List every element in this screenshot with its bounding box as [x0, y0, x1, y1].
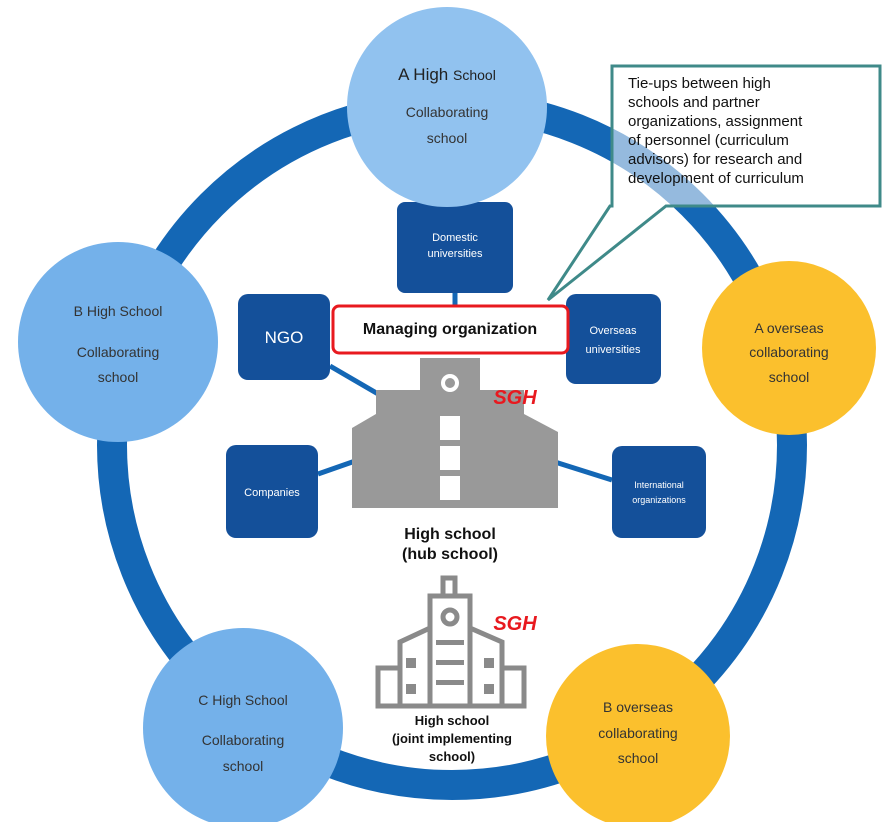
- svg-text:school: school: [427, 130, 467, 146]
- partner-companies: Companies: [226, 445, 318, 538]
- svg-text:Companies: Companies: [244, 487, 300, 499]
- callout-line-6: development of curriculum: [628, 170, 804, 187]
- circle-a-high-school: A High School Collaborating school: [347, 7, 547, 207]
- svg-text:universities: universities: [585, 344, 641, 356]
- svg-text:school: school: [769, 369, 809, 385]
- hub-school-building-icon: [352, 358, 558, 508]
- svg-text:SGH: SGH: [493, 613, 537, 635]
- partner-domestic-universities: Domestic universities: [397, 202, 513, 293]
- svg-text:Collaborating: Collaborating: [406, 104, 489, 120]
- svg-text:B High School: B High School: [74, 303, 163, 319]
- circle-a-overseas-school: A overseas collaborating school: [702, 261, 876, 435]
- joint-school-windows: [406, 640, 494, 694]
- svg-text:High school: High school: [404, 526, 496, 543]
- callout-line-4: of personnel (curriculum: [628, 132, 789, 149]
- sgh-logo-hub-icon: SGH: [493, 387, 537, 409]
- svg-text:organizations: organizations: [632, 495, 686, 505]
- svg-text:school): school): [429, 749, 475, 764]
- joint-school-building-icon: [375, 575, 527, 709]
- svg-text:Collaborating: Collaborating: [202, 732, 285, 748]
- callout-line-1: Tie-ups between high: [628, 75, 771, 92]
- svg-text:NGO: NGO: [265, 328, 304, 347]
- svg-text:International: International: [634, 480, 684, 490]
- joint-school-label: High school (joint implementing school): [392, 713, 512, 764]
- callout-line-3: organizations, assignment: [628, 113, 803, 130]
- svg-text:(joint implementing: (joint implementing: [392, 731, 512, 746]
- svg-text:Domestic: Domestic: [432, 232, 478, 244]
- svg-text:collaborating: collaborating: [598, 725, 677, 741]
- svg-text:collaborating: collaborating: [749, 344, 828, 360]
- callout-line-2: schools and partner: [628, 94, 760, 111]
- circle-c-high-school: C High School Collaborating school: [143, 628, 343, 822]
- connector-companies: [317, 457, 359, 477]
- svg-text:Overseas: Overseas: [589, 325, 637, 337]
- svg-text:A High School: A High School: [398, 65, 496, 84]
- hub-school-label: High school (hub school): [402, 526, 498, 563]
- svg-text:Collaborating: Collaborating: [77, 344, 160, 360]
- svg-text:universities: universities: [427, 248, 483, 260]
- circle-b-high-school: B High School Collaborating school: [18, 242, 218, 442]
- circle-b-overseas-school: B overseas collaborating school: [546, 644, 730, 822]
- connector-ngo: [328, 363, 387, 401]
- sgh-logo-joint-icon: SGH: [493, 613, 537, 635]
- callout-box: Tie-ups between high schools and partner…: [546, 64, 882, 302]
- svg-text:A overseas: A overseas: [754, 320, 823, 336]
- connector-international: [554, 459, 613, 483]
- svg-text:SGH: SGH: [493, 387, 537, 409]
- connector-lines: [317, 293, 613, 483]
- partner-international-organizations: International organizations: [612, 446, 706, 538]
- svg-text:High school: High school: [415, 713, 489, 728]
- callout-line-5: advisors) for research and: [628, 151, 802, 168]
- partner-overseas-universities: Overseas universities: [566, 294, 661, 384]
- svg-text:(hub school): (hub school): [402, 546, 498, 563]
- svg-text:C High School: C High School: [198, 692, 288, 708]
- svg-text:Managing organization: Managing organization: [363, 321, 537, 338]
- managing-organization-box: Managing organization: [331, 304, 570, 355]
- partner-ngo: NGO: [238, 294, 330, 380]
- svg-text:school: school: [98, 369, 138, 385]
- svg-text:B overseas: B overseas: [603, 699, 673, 715]
- svg-text:school: school: [618, 750, 658, 766]
- svg-text:school: school: [223, 758, 263, 774]
